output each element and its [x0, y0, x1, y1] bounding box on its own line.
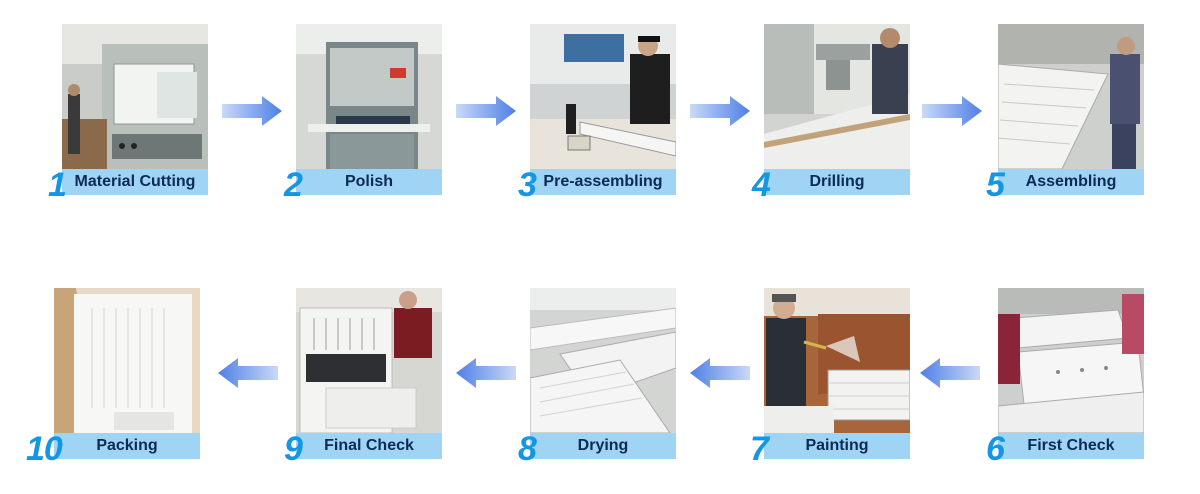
step-8-drying: Drying 8	[518, 288, 676, 466]
step-number: 4	[752, 166, 771, 204]
painting-photo	[764, 288, 910, 433]
arrow-right-icon	[222, 96, 282, 126]
step-9-final-check: Final Check 9	[284, 288, 442, 466]
step-label: Drilling	[764, 169, 910, 195]
arrow-left-icon	[920, 358, 980, 388]
step-number: 9	[284, 430, 303, 468]
first-check-photo	[998, 288, 1144, 433]
step-label: Drying	[530, 433, 676, 459]
step-10-packing: Packing 10	[26, 288, 200, 466]
step-number: 7	[750, 430, 769, 468]
drying-photo	[530, 288, 676, 433]
step-label: Painting	[764, 433, 910, 459]
arrow-left-icon	[456, 358, 516, 388]
step-number: 10	[26, 430, 63, 468]
step-2-polish: Polish 2	[284, 24, 442, 202]
step-number: 5	[986, 166, 1005, 204]
arrow-left-icon	[690, 358, 750, 388]
step-label: Packing	[54, 433, 200, 459]
assembling-photo	[998, 24, 1144, 169]
step-label: First Check	[998, 433, 1144, 459]
drilling-photo	[764, 24, 910, 169]
step-number: 1	[48, 166, 67, 204]
arrow-right-icon	[690, 96, 750, 126]
step-label: Assembling	[998, 169, 1144, 195]
final-check-photo	[296, 288, 442, 433]
step-7-painting: Painting 7	[750, 288, 910, 466]
step-4-drilling: Drilling 4	[752, 24, 910, 202]
pre-assembling-photo	[530, 24, 676, 169]
step-label: Pre-assembling	[530, 169, 676, 195]
step-3-pre-assembling: Pre-assembling 3	[518, 24, 676, 202]
arrow-right-icon	[456, 96, 516, 126]
arrow-right-icon	[922, 96, 982, 126]
step-label: Polish	[296, 169, 442, 195]
material-cutting-photo	[62, 24, 208, 169]
arrow-left-icon	[218, 358, 278, 388]
step-5-assembling: Assembling 5	[986, 24, 1144, 202]
step-number: 3	[518, 166, 537, 204]
packing-photo	[54, 288, 200, 433]
step-number: 2	[284, 166, 303, 204]
step-number: 8	[518, 430, 537, 468]
step-number: 6	[986, 430, 1005, 468]
step-label: Final Check	[296, 433, 442, 459]
step-label: Material Cutting	[62, 169, 208, 195]
step-1-material-cutting: Material Cutting 1	[48, 24, 208, 202]
step-6-first-check: First Check 6	[986, 288, 1144, 466]
polish-photo	[296, 24, 442, 169]
